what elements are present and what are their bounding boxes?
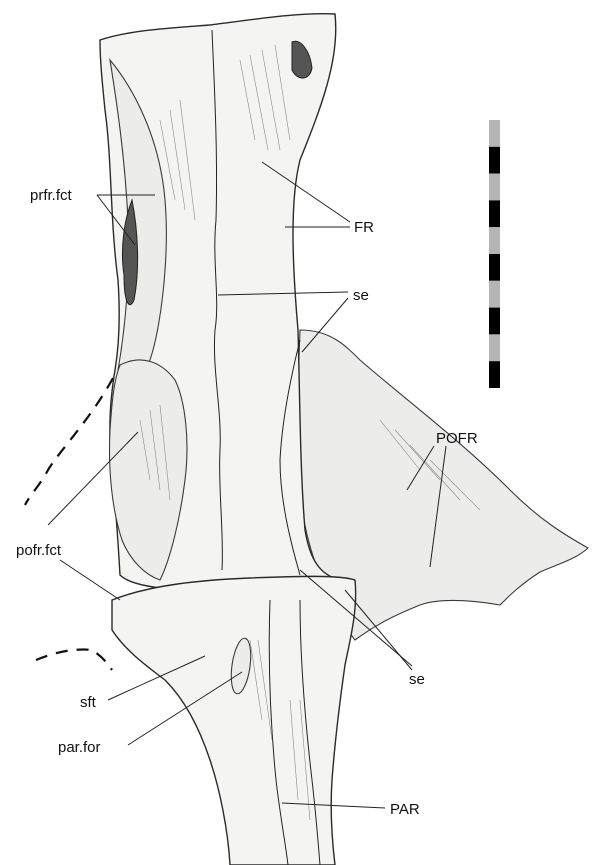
- scale-bar-segment: [489, 334, 500, 362]
- leader-se-upper-2: [301, 297, 349, 353]
- leader-lines: [47, 161, 447, 809]
- scale-bar: [489, 120, 500, 388]
- scale-bar-segment: [489, 146, 500, 174]
- leader-prfr-fct-2: [96, 194, 136, 246]
- leader-se-lower-1: [299, 569, 413, 667]
- shading-hatch: [139, 44, 481, 821]
- parietal-bone: [111, 575, 357, 865]
- leader-se-lower-2: [344, 589, 413, 671]
- parietal-ridge: [268, 599, 289, 865]
- fr-pofr-suture: [279, 339, 301, 576]
- reconstruction-outline-lower: [35, 648, 113, 671]
- scale-bar-segment: [489, 361, 500, 388]
- scale-bar-segment: [489, 280, 500, 308]
- scale-bar-segment: [489, 307, 500, 335]
- scale-bar-segment: [489, 120, 500, 147]
- parietal-foramen: [230, 637, 252, 695]
- labels: prfr.fct FR se POFR pofr.fct se sft par.…: [16, 187, 478, 818]
- label-se-upper: se: [353, 287, 369, 304]
- leader-par-for: [127, 671, 243, 746]
- parietal-ridge-2: [299, 599, 321, 865]
- midline-suture: [211, 29, 223, 571]
- scale-bar-segment: [489, 173, 500, 201]
- leader-sft: [107, 655, 206, 701]
- prefrontal-facet-hollow: [121, 198, 139, 306]
- scale-bar-segment: [489, 227, 500, 254]
- label-sft: sft: [80, 694, 97, 711]
- leader-se-upper-1: [217, 291, 349, 296]
- leader-pofr-fct-1: [47, 431, 139, 526]
- label-pofr-fct: pofr.fct: [16, 542, 62, 559]
- leader-pofr-fct-2: [59, 559, 121, 601]
- label-par: PAR: [390, 801, 420, 818]
- leader-fr-1: [261, 161, 351, 223]
- label-se-lower: se: [409, 671, 425, 688]
- label-par-for: par.for: [58, 739, 101, 756]
- scale-bar-segment: [489, 254, 500, 281]
- scale-bar-segment: [489, 200, 500, 228]
- label-prfr-fct: prfr.fct: [30, 187, 73, 204]
- label-fr: FR: [354, 219, 374, 236]
- frontal-dark-spot: [291, 40, 313, 79]
- leader-par: [281, 802, 386, 809]
- bone-illustration: [99, 13, 589, 865]
- reconstruction-outline-upper: [24, 377, 114, 506]
- leader-pofr-2: [429, 445, 447, 568]
- leader-pofr-1: [406, 445, 435, 491]
- label-pofr: POFR: [436, 430, 478, 447]
